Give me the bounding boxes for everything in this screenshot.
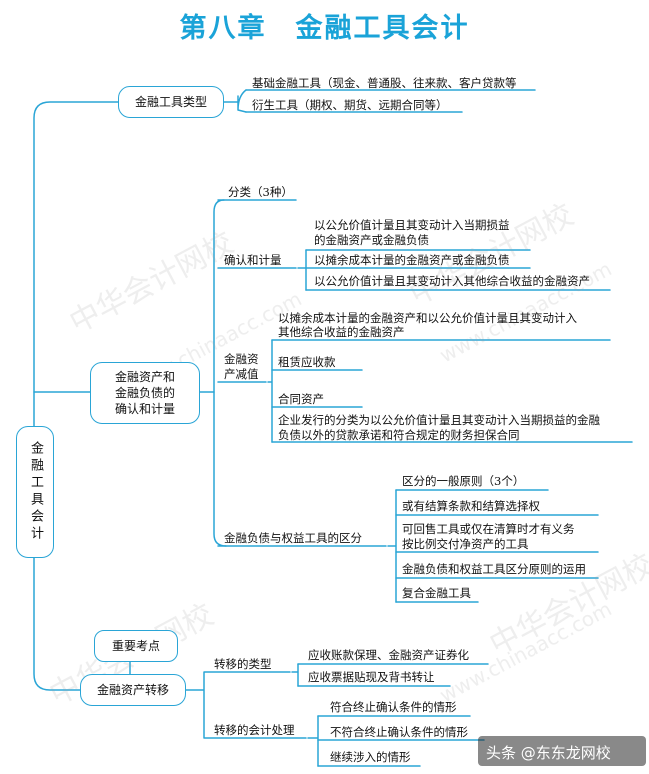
node-instrument-types: 金融工具类型	[118, 86, 224, 118]
impair-spine	[267, 339, 273, 443]
types-spine	[291, 663, 299, 687]
classify-label: 分类（3种）	[228, 185, 293, 199]
impair-item-3: 合同资产	[278, 392, 324, 406]
b1-item-1: 基础金融工具（现金、普通股、往来款、客户贷款等	[252, 76, 517, 90]
distinct-item-3b: 按比例交付净资产的工具	[402, 537, 529, 551]
recog-label: 确认和计量	[224, 253, 282, 267]
root-node: 金融工具会计	[16, 426, 54, 558]
node-label-line3: 确认和计量	[114, 402, 175, 416]
recog-item-1b: 的金融资产或金融负债	[314, 233, 429, 247]
b1-branch	[223, 89, 247, 113]
node-asset-transfer: 金融资产转移	[80, 674, 186, 706]
recog-item-1a: 以公允价值计量且其变动计入当期损益	[314, 218, 510, 232]
page-title: 第八章 金融工具会计	[179, 13, 470, 44]
recog-item-3: 以公允价值计量且其变动计入其他综合收益的金融资产	[314, 274, 590, 288]
distinct-spine	[387, 489, 397, 603]
impair-item-2: 租赁应收款	[278, 355, 336, 369]
type-item-2: 应收票据贴现及背书转让	[308, 670, 435, 684]
impair-label-2: 产减值	[224, 367, 259, 381]
distinct-item-3a: 可回售工具或仅在清算时才有义务	[402, 522, 575, 536]
corner-watermark: 头条 @东东龙网校	[486, 744, 611, 762]
recog-spine	[297, 249, 307, 291]
corner-watermark-bg	[478, 736, 646, 766]
node-label: 金融工具类型	[134, 95, 207, 109]
root-spine	[33, 101, 119, 691]
impair-label-1: 金融资	[224, 352, 259, 366]
node-key-point: 重要考点	[94, 630, 178, 662]
treat-spine	[307, 715, 319, 767]
impair-item-4a: 企业发行的分类为以公允价值计量且其变动计入当期损益的金融	[278, 413, 600, 427]
type-item-1: 应收账款保理、金融资产证券化	[308, 648, 469, 662]
node-label-line1: 金融资产和	[114, 370, 175, 384]
distinct-item-1: 区分的一般原则（3个）	[402, 474, 525, 488]
b3-branch	[185, 671, 307, 739]
treat-item-3: 继续涉入的情形	[330, 750, 411, 764]
node-recognition-measurement: 金融资产和 金融负债的 确认和计量	[90, 362, 200, 424]
b1-item-2: 衍生工具（期权、期货、远期合同等）	[252, 98, 448, 112]
treat-label: 转移的会计处理	[214, 723, 295, 737]
types-label: 转移的类型	[214, 657, 272, 671]
impair-item-1a: 以摊余成本计量的金融资产和以公允价值计量且其变动计入	[278, 311, 577, 325]
node-label: 重要考点	[111, 639, 160, 653]
impair-item-1b: 其他综合收益的金融资产	[278, 325, 405, 339]
distinct-item-4: 金融负债和权益工具区分原则的运用	[402, 562, 586, 576]
distinct-item-5: 复合金融工具	[402, 586, 471, 600]
treat-item-2: 不符合终止确认条件的情形	[330, 725, 468, 739]
distinct-item-2: 或有结算条款和结算选择权	[402, 499, 540, 513]
node-label-line2: 金融负债的	[114, 386, 175, 400]
node-label: 金融资产转移	[96, 683, 169, 697]
root-label: 金融工具会计	[28, 441, 43, 543]
impair-item-4b: 负债以外的贷款承诺和符合规定的财务担保合同	[278, 428, 520, 442]
treat-item-1: 符合终止确认条件的情形	[330, 700, 457, 714]
recog-item-2: 以摊余成本计量的金融资产或金融负债	[314, 253, 510, 267]
distinct-label: 金融负债与权益工具的区分	[224, 531, 362, 545]
